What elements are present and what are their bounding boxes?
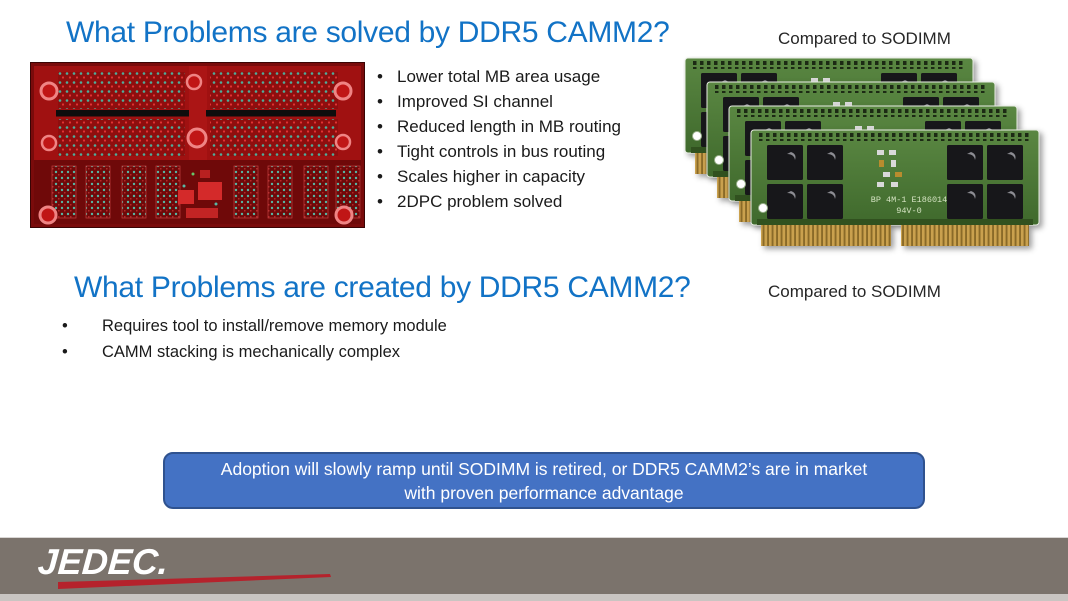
sodimm-stack-image: BP 4M-1 E186014 94V-0 <box>684 57 1040 247</box>
bullet-item: Requires tool to install/remove memory m… <box>58 313 447 339</box>
bullet-item: Tight controls in bus routing <box>377 139 621 164</box>
solved-bullet-list: Lower total MB area usageImproved SI cha… <box>377 64 621 214</box>
bullet-item: 2DPC problem solved <box>377 189 621 214</box>
sodimm-module-4 <box>750 129 1040 247</box>
bullet-item: Scales higher in capacity <box>377 164 621 189</box>
title-problems-created: What Problems are created by DDR5 CAMM2? <box>74 271 691 304</box>
pcb-mounting-holes <box>38 73 354 225</box>
banner-line-2: with proven performance advantage <box>404 482 684 503</box>
title-problems-solved: What Problems are solved by DDR5 CAMM2? <box>66 16 670 49</box>
compare-note-created: Compared to SODIMM <box>768 282 941 301</box>
banner-line-1: Adoption will slowly ramp until SODIMM i… <box>220 458 868 479</box>
pcb-chip-footprints <box>51 165 361 219</box>
footer-bottom-strip <box>0 594 1068 601</box>
pcb-center-components <box>178 170 222 218</box>
camm2-pcb-image <box>30 62 365 228</box>
bullet-item: Reduced length in MB routing <box>377 114 621 139</box>
bullet-item: Lower total MB area usage <box>377 64 621 89</box>
adoption-banner: Adoption will slowly ramp until SODIMM i… <box>163 452 925 509</box>
compare-note-solved: Compared to SODIMM <box>778 29 951 48</box>
bullet-item: CAMM stacking is mechanically complex <box>58 339 447 365</box>
footer-bar <box>0 537 1068 595</box>
jedec-logo-swoosh <box>58 574 331 589</box>
created-bullet-list: Requires tool to install/remove memory m… <box>58 313 447 365</box>
bullet-item: Improved SI channel <box>377 89 621 114</box>
